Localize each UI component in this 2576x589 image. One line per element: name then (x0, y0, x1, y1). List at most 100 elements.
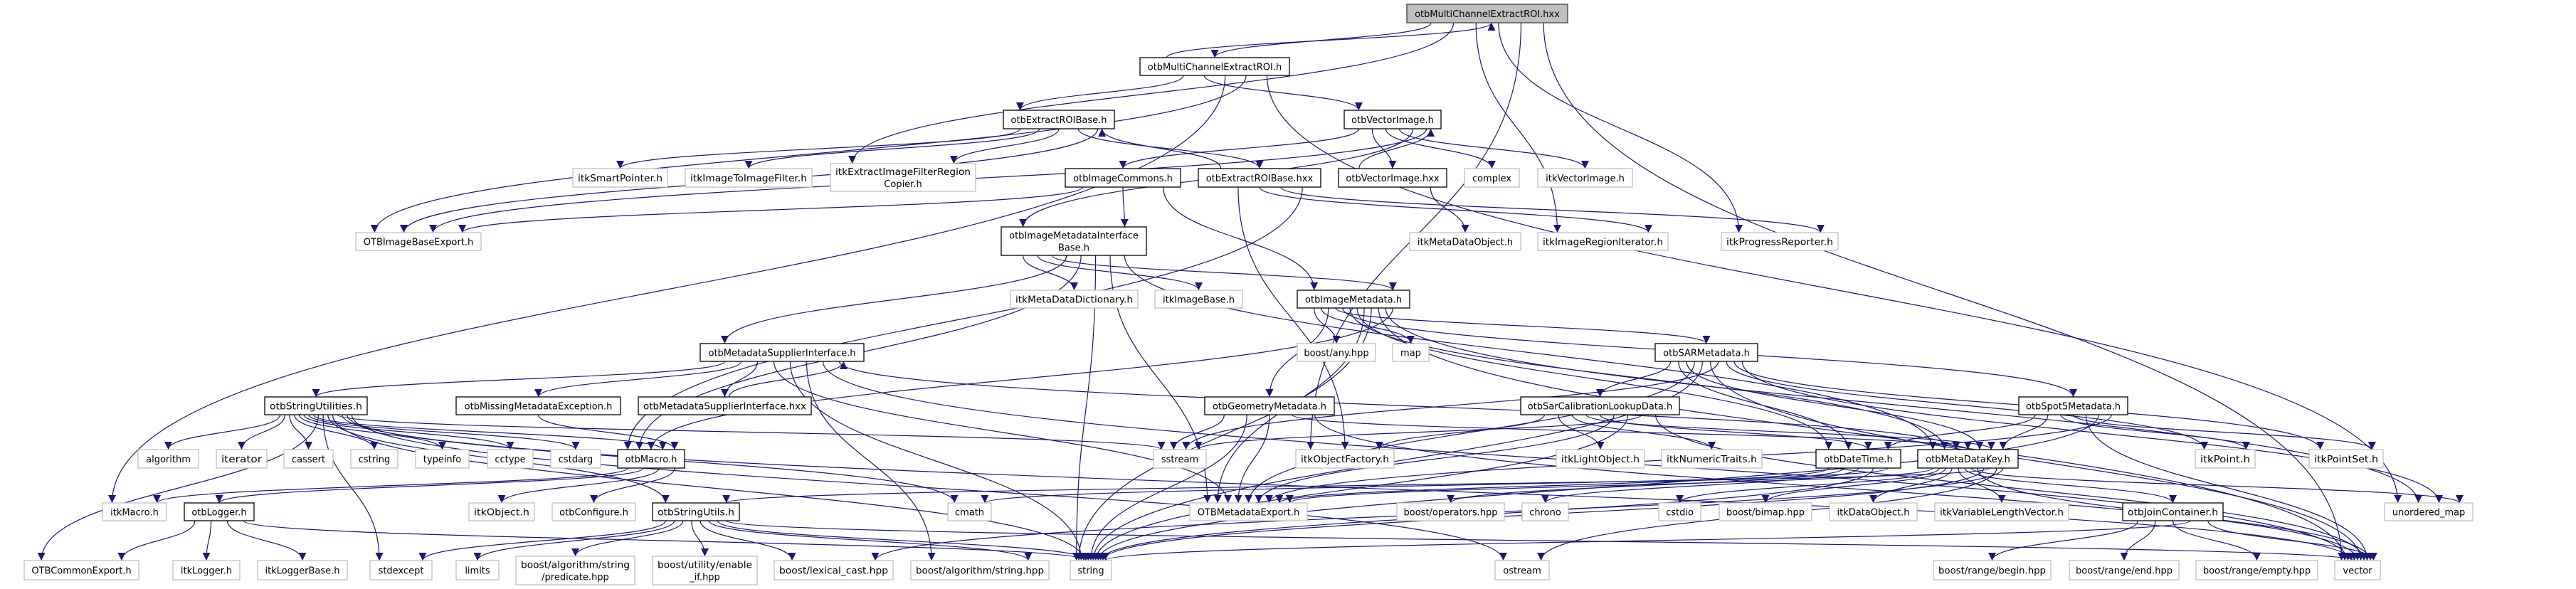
node-vi_h[interactable]: otbVectorImage.h (1344, 110, 1442, 129)
edge-imib-to-itkib (1037, 255, 1203, 291)
node-label: algorithm (146, 455, 191, 465)
node-stdexcept: stdexcept (369, 560, 433, 580)
node-box (515, 556, 635, 585)
node-box (2122, 502, 2224, 521)
node-vi_hxx[interactable]: otbVectorImage.hxx (1338, 168, 1447, 188)
node-box (947, 502, 992, 521)
node-box (700, 343, 865, 362)
edge-vi_h-to-vi_hxx (1371, 128, 1397, 169)
node-vector: vector (2334, 560, 2381, 580)
node-label: vector (2343, 566, 2372, 577)
node-label: sstream (1161, 455, 1198, 465)
node-eroib_hxx[interactable]: otbExtractROIBase.hxx (1198, 168, 1321, 188)
edge-sarmd-to-sstream (1182, 361, 1719, 450)
edge-mcroi_h-to-umap (1266, 75, 2402, 504)
node-label: itkObjectFactory.h (1301, 455, 1389, 465)
node-geommd[interactable]: otbGeometryMetadata.h (1204, 396, 1335, 415)
node-label: otbMultiChannelExtractROI.h (1148, 63, 1282, 73)
node-algostring: boost/algorithm/string.hpp (910, 560, 1050, 580)
node-umap: unordered_map (2384, 502, 2474, 521)
node-datetime[interactable]: otbDateTime.h (1815, 449, 1901, 469)
node-mdkey[interactable]: otbMetaDataKey.h (1917, 449, 2019, 469)
node-label: itkDataObject.h (1837, 508, 1910, 519)
node-label: chrono (1529, 508, 1561, 519)
edge-strutilities-to-commonexport (37, 414, 319, 561)
node-box (2069, 560, 2180, 580)
node-box (1406, 4, 1568, 23)
edge-eroib_hxx-to-eroib_h (1098, 128, 1222, 169)
edge-geommd-to-string (1087, 414, 1247, 561)
node-sarcal[interactable]: otbSarCalibrationLookupData.h (1520, 396, 1680, 415)
edge-strutilities-to-cassert (289, 414, 312, 450)
node-cassert: cassert (283, 449, 334, 469)
node-imgcommons[interactable]: otbImageCommons.h (1065, 168, 1181, 188)
node-imgmd[interactable]: otbImageMetadata.h (1297, 290, 1410, 309)
edge-strutils-to-predicate (571, 520, 684, 557)
edge-imib-to-imgmd (1051, 255, 1397, 291)
node-box (830, 163, 976, 192)
node-mcroi_h[interactable]: otbMultiChannelExtractROI.h (1139, 57, 1290, 76)
node-box (1537, 168, 1633, 188)
node-label: boost/bimap.hpp (1726, 508, 1805, 519)
node-box (1933, 560, 2052, 580)
node-label: otbMissingMetadataException.h (465, 402, 613, 413)
edge-imgmd-to-sarmd (1335, 307, 1711, 344)
edge-eroib_h-to-itki2i (744, 128, 1040, 169)
node-label: itkImageBase.h (1163, 295, 1235, 306)
node-missing[interactable]: otbMissingMetadataException.h (455, 396, 621, 415)
node-eroib_h[interactable]: otbExtractROIBase.h (1003, 110, 1115, 129)
node-box (2384, 502, 2474, 521)
node-logger[interactable]: otbLogger.h (184, 502, 255, 521)
node-string: string (1070, 560, 1112, 580)
edge-sarmd-to-mdkey (1686, 361, 1984, 450)
node-spot5[interactable]: otbSpot5Metadata.h (2018, 396, 2128, 415)
edge-sarcal-to-mdkey (1585, 414, 1995, 450)
node-label: OTBMetadataExport.h (1198, 508, 1300, 519)
node-box (774, 560, 894, 580)
node-box (172, 560, 241, 580)
edge-msi_h-to-msi_hxx (721, 361, 759, 398)
edge-strutils-to-limits (473, 520, 675, 561)
node-sarmd[interactable]: otbSARMetadata.h (1654, 343, 1758, 362)
node-label: stdexcept (379, 566, 424, 577)
node-msi_hxx[interactable]: otbMetadataSupplierInterface.hxx (638, 396, 812, 415)
node-label: Copier.h (884, 179, 922, 190)
node-label: otbMetadataSupplierInterface.h (709, 349, 856, 359)
node-label: boost/any.hpp (1304, 349, 1368, 359)
edge-sarcal-to-string (1092, 414, 1629, 561)
node-box (910, 560, 1050, 580)
node-label: boost/utility/enable (658, 561, 752, 571)
node-itkdo: itkDataObject.h (1829, 502, 1918, 521)
edge-logger-to-commonexport (117, 520, 196, 561)
node-box (283, 449, 334, 469)
node-label: itkLightObject.h (1561, 455, 1640, 465)
node-label: cstdarg (559, 455, 593, 465)
edge-sarmd-to-umap (1741, 361, 2443, 504)
node-label: itkNumericTraits.h (1667, 455, 1757, 465)
edge-spot5-to-vector (2085, 414, 2371, 561)
edge-sarmd-to-itkpoint (1726, 361, 2208, 450)
node-label: otbMetaDataKey.h (1926, 455, 2010, 465)
node-label: otbLogger.h (191, 508, 246, 519)
node-join[interactable]: otbJoinContainer.h (2122, 502, 2224, 521)
node-label: itkObject.h (474, 508, 529, 519)
edge-strutils-to-stdexcept (418, 520, 666, 561)
edge-mcroi_hxx-to-itkpr (1498, 22, 1743, 233)
node-strutilities[interactable]: otbStringUtilities.h (264, 396, 368, 415)
node-complex: complex (1464, 168, 1520, 188)
edge-join-to-vector (2207, 520, 2377, 561)
node-label: otbSarCalibrationLookupData.h (1528, 402, 1673, 413)
node-label: OTBImageBaseExport.h (364, 238, 473, 248)
node-strutils[interactable]: otbStringUtils.h (652, 502, 740, 521)
edge-mdkey-to-strutils (723, 467, 1991, 504)
node-label: boost/algorithm/string.hpp (916, 566, 1044, 577)
edge-mcroi_hxx-to-vector (1543, 22, 2346, 561)
node-itklo: itkLightObject.h (1556, 449, 1645, 469)
edge-mcroi_h-to-itkmacro (108, 75, 1226, 504)
node-mcroi_hxx[interactable]: otbMultiChannelExtractROI.hxx (1406, 4, 1568, 23)
node-label: otbSARMetadata.h (1663, 349, 1750, 359)
node-commonexport: OTBCommonExport.h (23, 560, 139, 580)
node-msi_h[interactable]: otbMetadataSupplierInterface.h (700, 343, 865, 362)
node-otbmacro[interactable]: otbMacro.h (617, 449, 685, 469)
